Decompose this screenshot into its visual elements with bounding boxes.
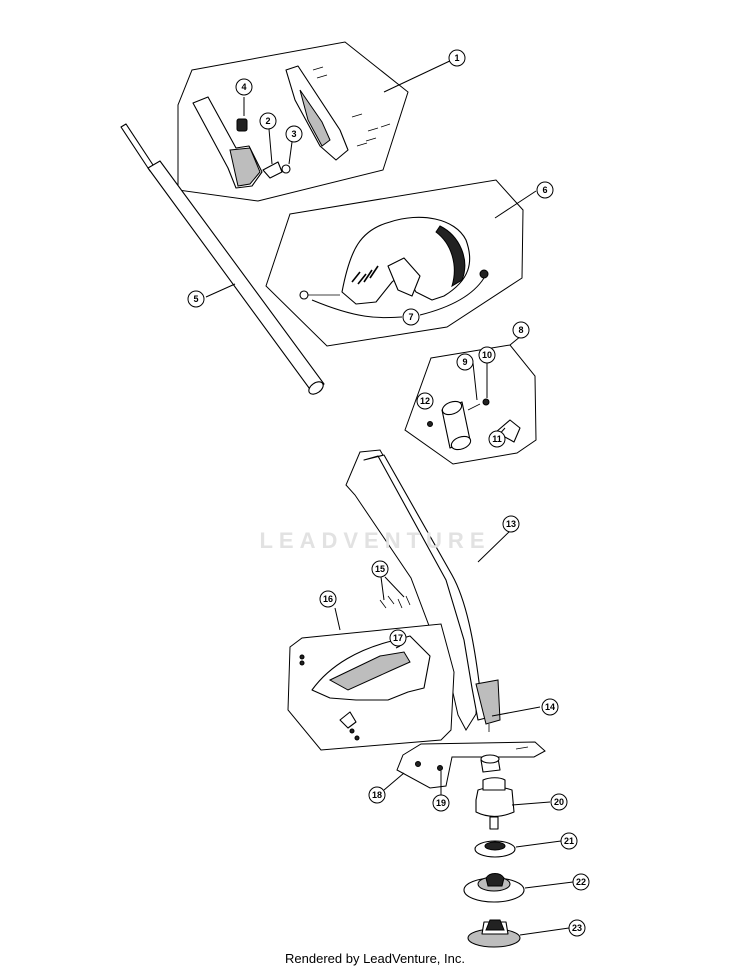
- svg-text:20: 20: [554, 797, 564, 807]
- part-trimmer-head: [463, 754, 574, 948]
- callout-14: 14: [541, 698, 559, 716]
- callout-9: 9: [456, 353, 474, 371]
- svg-text:21: 21: [564, 836, 574, 846]
- svg-text:17: 17: [393, 633, 403, 643]
- watermark-text: LEADVENTURE: [259, 528, 491, 553]
- callout-10: 10: [478, 346, 496, 364]
- callout-18: 18: [368, 786, 386, 804]
- callout-3: 3: [285, 125, 303, 143]
- callout-20: 20: [550, 793, 568, 811]
- svg-text:9: 9: [462, 357, 467, 367]
- svg-text:15: 15: [375, 564, 385, 574]
- callout-11: 11: [488, 430, 506, 448]
- svg-text:4: 4: [241, 82, 246, 92]
- callout-21: 21: [560, 832, 578, 850]
- svg-text:2: 2: [265, 116, 270, 126]
- callout-15: 15: [371, 560, 389, 578]
- svg-text:23: 23: [572, 923, 582, 933]
- callout-17: 17: [389, 629, 407, 647]
- svg-text:22: 22: [576, 877, 586, 887]
- callout-13: 13: [502, 515, 520, 533]
- panel-handle-halves: [177, 41, 455, 202]
- panel-d-handle: [265, 179, 537, 347]
- part-upper-shaft: [120, 123, 325, 395]
- svg-text:8: 8: [518, 325, 523, 335]
- callout-22: 22: [572, 873, 590, 891]
- callout-7: 7: [402, 308, 420, 326]
- svg-text:16: 16: [323, 594, 333, 604]
- svg-text:5: 5: [193, 294, 198, 304]
- svg-text:7: 7: [408, 312, 413, 322]
- svg-text:1: 1: [454, 53, 459, 63]
- callout-19: 19: [432, 794, 450, 812]
- callout-4: 4: [235, 78, 253, 96]
- callout-8: 8: [512, 321, 530, 339]
- svg-text:13: 13: [506, 519, 516, 529]
- callout-6: 6: [536, 181, 554, 199]
- svg-text:12: 12: [420, 396, 430, 406]
- svg-text:19: 19: [436, 798, 446, 808]
- svg-text:3: 3: [291, 129, 296, 139]
- callout-5: 5: [187, 290, 205, 308]
- svg-text:11: 11: [492, 434, 502, 444]
- callout-16: 16: [319, 590, 337, 608]
- callout-12: 12: [416, 392, 434, 410]
- svg-text:18: 18: [372, 790, 382, 800]
- callout-2: 2: [259, 112, 277, 130]
- panel-guard: [287, 576, 455, 751]
- svg-text:6: 6: [542, 185, 547, 195]
- svg-text:10: 10: [482, 350, 492, 360]
- svg-text:14: 14: [545, 702, 555, 712]
- callout-23: 23: [568, 919, 586, 937]
- callout-1: 1: [448, 49, 466, 67]
- part-bracket: [383, 741, 546, 795]
- footer-credit: Rendered by LeadVenture, Inc.: [285, 951, 465, 966]
- callouts: 1 2 3 4 5 6 7 8 9 10 11 12 13 14 15 16 1…: [187, 49, 590, 937]
